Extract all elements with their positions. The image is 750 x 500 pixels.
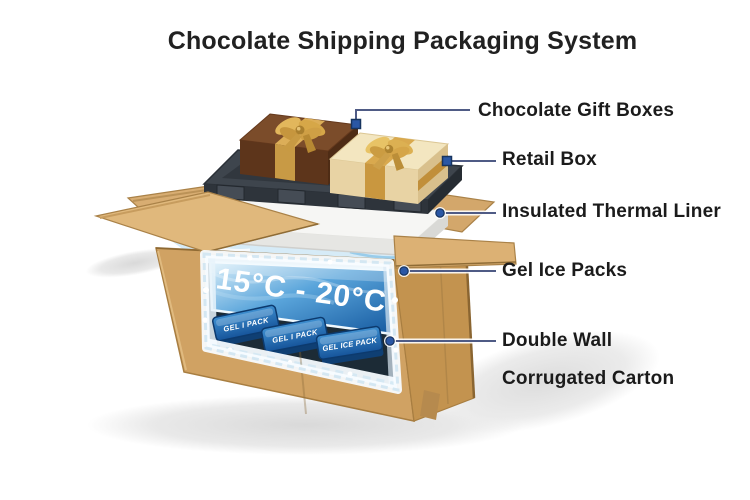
label-gel-ice-packs: Gel Ice Packs (502, 260, 628, 281)
marker-thermal-liner (435, 208, 445, 218)
label-double-wall: Double Wall (502, 330, 613, 351)
label-retail-box: Retail Box (502, 149, 597, 170)
gel-pack: GEL ICE PACK (315, 325, 384, 365)
bow-cream (365, 136, 413, 171)
gift-box-cream (328, 132, 450, 204)
marker-carton (385, 336, 395, 346)
frost-border (200, 250, 402, 394)
label-insulated-thermal-liner: Insulated Thermal Liner (502, 201, 721, 222)
ribbon-cream-side (418, 155, 448, 191)
carton-handle-notch (420, 390, 440, 420)
ribbon-brown-front (275, 144, 295, 181)
label-chocolate-gift-boxes: Chocolate Gift Boxes (478, 100, 675, 121)
ribbon-cream-front (365, 163, 385, 200)
page-title: Chocolate Shipping Packaging System (167, 27, 638, 55)
flap-left-front (93, 191, 321, 253)
temperature-panel: 15°C - 20°C (208, 260, 394, 336)
gel-pack: GEL I PACK (260, 316, 330, 358)
leader-lines (350, 107, 496, 347)
bow-brown (275, 117, 326, 153)
marker-gel-packs (399, 266, 409, 276)
label-corrugated-carton: Corrugated Carton (502, 368, 675, 389)
flap-right-front (393, 235, 517, 269)
marker-retail-box (441, 155, 453, 167)
marker-gift-boxes (350, 118, 362, 130)
